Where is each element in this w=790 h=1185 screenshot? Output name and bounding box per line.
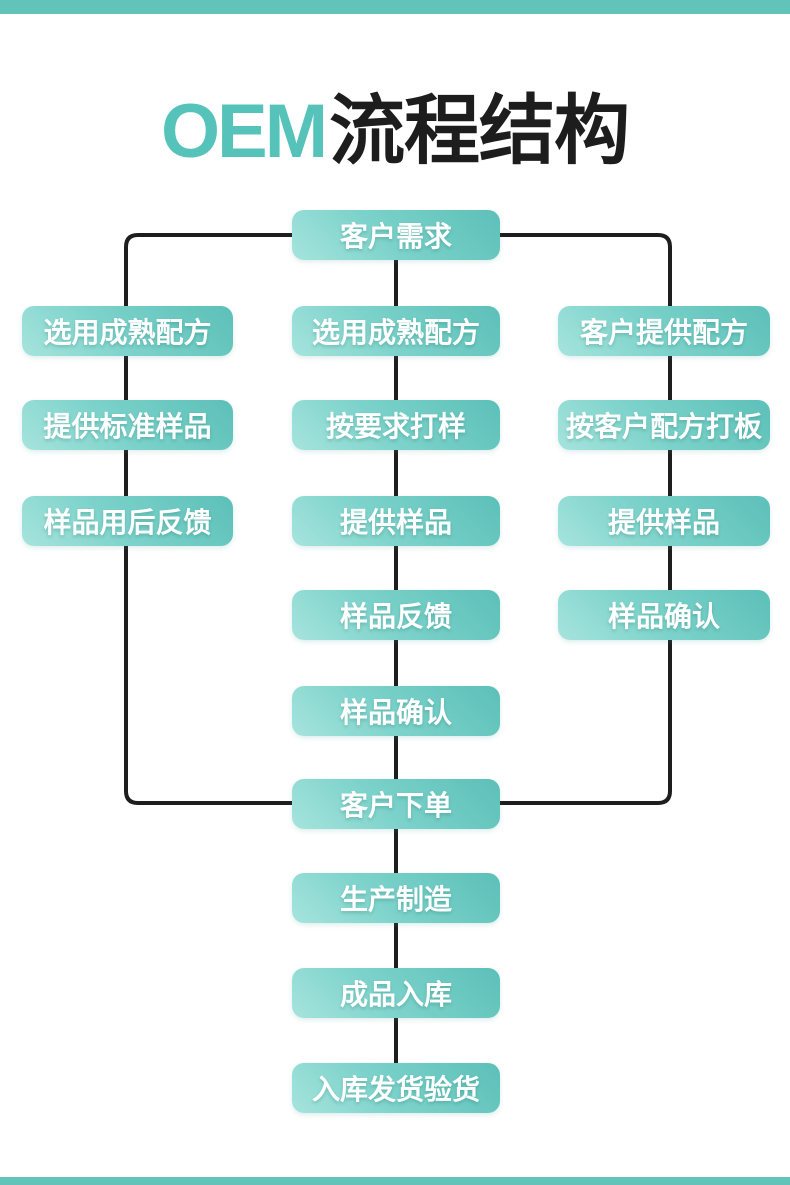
flow-node-right-4: 样品确认 xyxy=(558,590,770,640)
flow-node-customer-demand: 客户需求 xyxy=(292,210,500,260)
flow-node-middle-2: 按要求打样 xyxy=(292,400,500,450)
flow-node-tail-1: 生产制造 xyxy=(292,873,500,923)
flow-node-middle-5: 样品确认 xyxy=(292,686,500,736)
flow-node-left-2: 提供标准样品 xyxy=(22,400,233,450)
page-title-accent: OEM xyxy=(160,89,328,174)
page-title-main: 流程结构 xyxy=(329,89,630,174)
flow-node-customer-order: 客户下单 xyxy=(292,779,500,829)
flow-node-middle-1: 选用成熟配方 xyxy=(292,306,500,356)
flow-node-middle-3: 提供样品 xyxy=(292,496,500,546)
bottom-accent-bar xyxy=(0,1177,790,1185)
flow-node-right-3: 提供样品 xyxy=(558,496,770,546)
top-accent-bar xyxy=(0,0,790,14)
flow-node-right-1: 客户提供配方 xyxy=(558,306,770,356)
flow-node-left-3: 样品用后反馈 xyxy=(22,496,233,546)
flow-node-left-1: 选用成熟配方 xyxy=(22,306,233,356)
flow-node-middle-4: 样品反馈 xyxy=(292,590,500,640)
page-title: OEM流程结构 xyxy=(0,92,790,172)
flow-node-tail-3: 入库发货验货 xyxy=(292,1063,500,1113)
flow-node-tail-2: 成品入库 xyxy=(292,968,500,1018)
flow-node-right-2: 按客户配方打板 xyxy=(558,400,770,450)
